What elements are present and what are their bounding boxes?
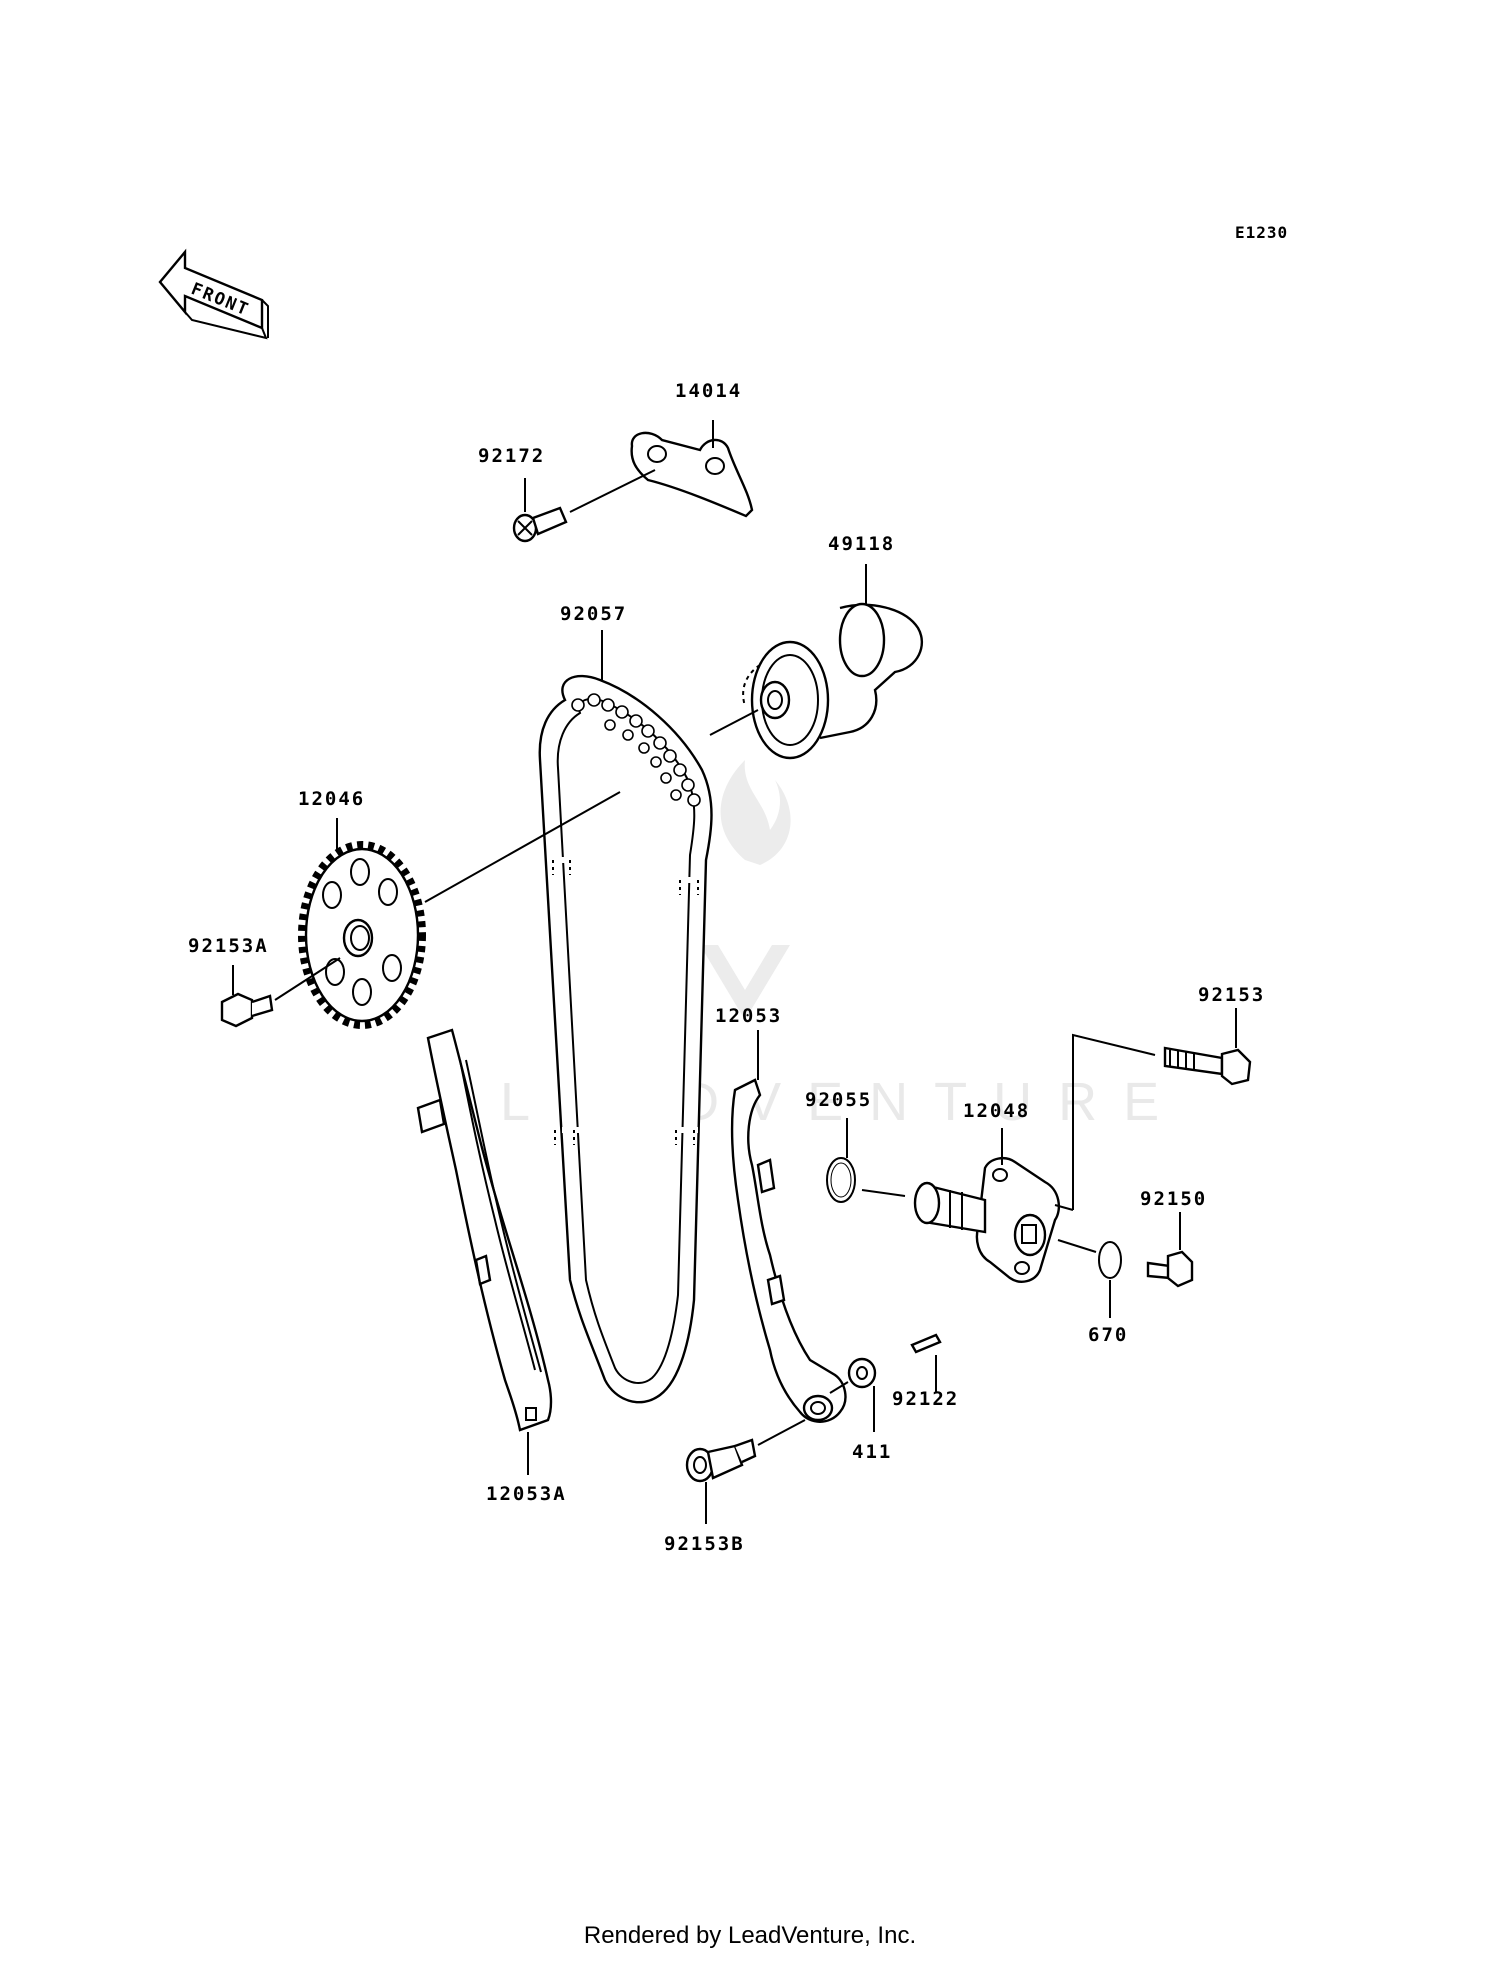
label-92172: 92172	[478, 445, 545, 467]
cam-chain	[538, 674, 713, 1404]
label-92153A: 92153A	[188, 935, 269, 957]
bolt-92153B	[685, 1438, 757, 1483]
label-12053: 12053	[715, 1005, 782, 1027]
label-92153B: 92153B	[664, 1533, 745, 1555]
footer-credit: Rendered by LeadVenture, Inc.	[583, 1922, 917, 1949]
o-ring-92055	[826, 1157, 856, 1203]
bolt-92150	[1146, 1250, 1194, 1288]
bolt-92153	[1163, 1046, 1252, 1086]
bolt-92153A	[220, 992, 274, 1028]
pin-92122	[910, 1333, 942, 1354]
label-12048: 12048	[963, 1100, 1030, 1122]
chain-links	[571, 693, 701, 807]
chain-guide-front	[730, 1078, 847, 1423]
label-12046: 12046	[298, 788, 365, 810]
washer-411	[847, 1357, 877, 1389]
chain-tensioner	[913, 1156, 1061, 1283]
label-92057: 92057	[560, 603, 627, 625]
label-92153: 92153	[1198, 984, 1265, 1006]
label-92122: 92122	[892, 1388, 959, 1410]
cam-sprocket	[298, 841, 426, 1029]
label-12053A: 12053A	[486, 1483, 567, 1505]
label-49118: 49118	[828, 533, 895, 555]
o-ring-670	[1098, 1241, 1122, 1279]
label-92150: 92150	[1140, 1188, 1207, 1210]
front-arrow-icon: FRONT	[158, 248, 269, 340]
camshaft	[742, 602, 923, 760]
chain-guide-rear	[416, 1028, 553, 1432]
diagram-code: E1230	[1235, 223, 1288, 242]
screw-92172	[512, 506, 568, 543]
label-411: 411	[852, 1441, 892, 1463]
cam-chain-guide-plate	[630, 431, 754, 518]
label-670: 670	[1088, 1324, 1128, 1346]
label-92055: 92055	[805, 1089, 872, 1111]
label-14014: 14014	[675, 380, 742, 402]
